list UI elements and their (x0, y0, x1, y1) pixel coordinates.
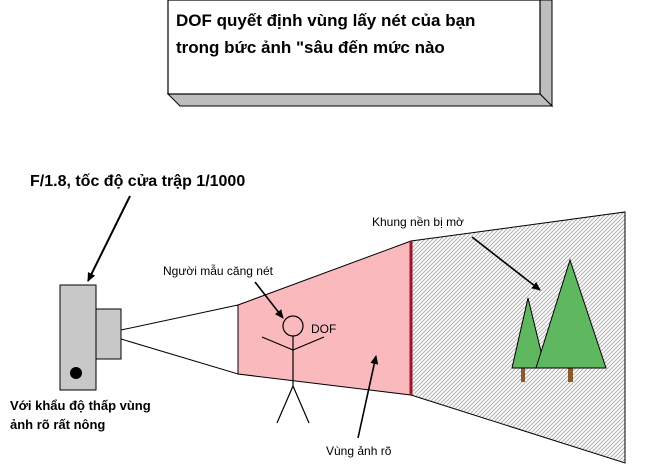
person-icon (261, 315, 325, 424)
subject-arrow (254, 281, 284, 319)
camera-icon (59, 284, 122, 391)
sharp-zone-label: Vùng ảnh rõ (326, 444, 392, 458)
callout-line-1: DOF quyết định vùng lấy nét của bạn (176, 11, 475, 30)
callout-box: DOF quyết định vùng lấy nét của bạn tron… (166, 0, 554, 108)
background-arrow (471, 236, 541, 291)
camera-settings-arrow (87, 195, 131, 282)
subject-label: Người mẫu căng nét (163, 263, 274, 278)
callout-line-2: trong bức ảnh "sâu đến mức nào (176, 38, 445, 57)
low-aperture-label-1: Với khẩu độ thấp vùng (10, 398, 151, 413)
sharp-zone-arrow (357, 355, 379, 439)
camera-settings-label: F/1.8, tốc độ cửa trập 1/1000 (30, 173, 245, 190)
background-label: Khung nền bị mờ (372, 215, 464, 229)
low-aperture-label-2: ảnh rõ rất nông (10, 417, 105, 432)
tree-icon (511, 258, 607, 382)
view-cone (120, 304, 239, 375)
dof-label: DOF (311, 322, 336, 336)
